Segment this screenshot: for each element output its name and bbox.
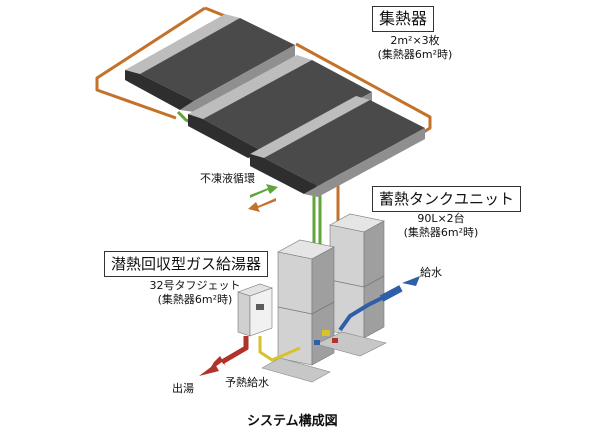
tank-base [261,357,331,383]
heater-spec-line1: 32号タフジェット [149,279,241,292]
tank-spec-line2: (集熱器6m²時) [403,226,479,239]
tank-unit [329,213,385,339]
tank-spec-line1: 90L×2台 [417,212,465,225]
preheated-supply-label: 予熱給水 [225,376,269,389]
collector-spec-line1: 2m²×3枚 [390,34,440,47]
cold-water-supply [338,276,420,332]
pipe-fittings [314,330,338,345]
heater-title: 潜熱回収型ガス給湯器 [104,251,269,277]
heater-spec: 32号タフジェット (集熱器6m²時) [140,279,250,307]
tank-unit [277,239,335,366]
heater-spec-line2: (集熱器6m²時) [157,293,233,306]
collector-panel [250,96,425,197]
gas-water-heater [237,283,273,337]
collector-panel [125,14,295,112]
storage-tanks [261,213,387,383]
tank-title: 蓄熱タンクユニット [372,186,522,212]
preheat-supply-pipe [258,336,301,362]
collector-title: 集熱器 [372,6,435,32]
water-supply-label: 給水 [420,266,442,279]
tank-spec: 90L×2台 (集熱器6m²時) [386,212,496,240]
diagram-caption: システム構成図 [247,414,338,429]
collector-spec: 2m²×3枚 (集熱器6m²時) [370,34,460,62]
collector-panels [125,14,425,197]
antifreeze-label: 不凍液循環 [200,172,255,185]
antifreeze-arrows [248,184,278,212]
hot-water-outlet [199,336,249,376]
hot-water-out-label: 出湯 [172,382,194,395]
collector-spec-line2: (集熱器6m²時) [377,48,453,61]
